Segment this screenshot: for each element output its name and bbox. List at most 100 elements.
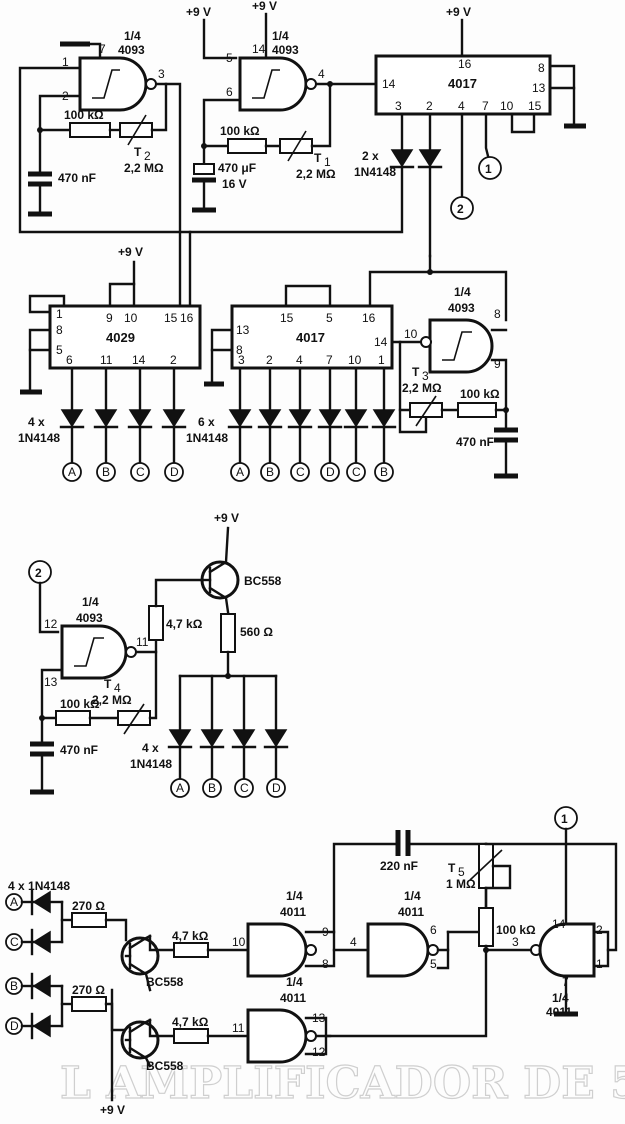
svg-text:A: A (68, 465, 76, 479)
svg-text:T: T (314, 151, 322, 165)
ic-4017-mid: 4017 13 8 15 5 16 14 3 2 4 7 10 1 (230, 304, 394, 370)
svg-text:+9 V: +9 V (446, 5, 471, 19)
svg-text:4029: 4029 (106, 330, 135, 345)
svg-text:16 V: 16 V (222, 177, 247, 191)
svg-text:1: 1 (378, 353, 385, 367)
svg-text:7: 7 (482, 99, 489, 113)
svg-text:D: D (326, 465, 335, 479)
svg-text:1: 1 (485, 162, 492, 176)
svg-text:2: 2 (266, 353, 273, 367)
svg-text:4,7 kΩ: 4,7 kΩ (166, 617, 203, 631)
svg-text:1N4148: 1N4148 (354, 165, 396, 179)
svg-text:2: 2 (457, 202, 464, 216)
svg-text:270 Ω: 270 Ω (72, 899, 105, 913)
diodes-4017 (227, 366, 397, 464)
svg-text:BC558: BC558 (244, 574, 282, 588)
svg-text:B: B (380, 465, 388, 479)
svg-text:1/4: 1/4 (404, 889, 421, 903)
svg-text:9: 9 (494, 357, 501, 371)
svg-text:A: A (10, 895, 18, 909)
svg-text:100 kΩ: 100 kΩ (220, 124, 260, 138)
svg-text:3: 3 (238, 353, 245, 367)
svg-text:11: 11 (100, 353, 113, 367)
svg-text:4 x: 4 x (142, 741, 159, 755)
gate-4011-b: 6 5 1/4 4011 (366, 889, 439, 978)
svg-text:1N4148: 1N4148 (18, 431, 60, 445)
svg-text:T: T (412, 365, 420, 379)
svg-text:12: 12 (44, 617, 58, 631)
svg-text:D: D (170, 465, 179, 479)
svg-text:13: 13 (532, 81, 546, 95)
svg-text:B: B (208, 781, 216, 795)
svg-text:10: 10 (500, 99, 514, 113)
transistor-bc558-a: BC558 (200, 526, 282, 614)
svg-text:2: 2 (144, 149, 151, 163)
svg-text:1: 1 (561, 812, 568, 826)
svg-text:270 Ω: 270 Ω (72, 983, 105, 997)
svg-text:6: 6 (430, 923, 437, 937)
svg-text:+9 V: +9 V (186, 5, 211, 19)
svg-text:8: 8 (56, 323, 63, 337)
svg-text:470 nF: 470 nF (60, 743, 98, 757)
svg-text:3: 3 (512, 935, 519, 949)
svg-text:2: 2 (426, 99, 433, 113)
svg-text:4093: 4093 (118, 43, 145, 57)
svg-text:5: 5 (56, 343, 63, 357)
svg-text:8: 8 (322, 957, 329, 971)
svg-text:1/4: 1/4 (454, 285, 471, 299)
svg-text:4: 4 (350, 935, 357, 949)
svg-text:B: B (102, 465, 110, 479)
watermark: L AMPLIFICADOR DE 5W (60, 1058, 625, 1109)
svg-text:220 nF: 220 nF (380, 859, 418, 873)
svg-text:4: 4 (318, 67, 325, 81)
svg-text:T: T (448, 861, 456, 875)
svg-text:2: 2 (170, 353, 177, 367)
svg-text:1: 1 (62, 55, 69, 69)
svg-text:10: 10 (404, 327, 418, 341)
svg-text:D: D (10, 1019, 19, 1033)
svg-text:4093: 4093 (448, 301, 475, 315)
svg-text:+9 V: +9 V (100, 1103, 125, 1117)
svg-text:1/4: 1/4 (552, 991, 569, 1005)
svg-text:2,2 MΩ: 2,2 MΩ (296, 167, 336, 181)
svg-text:470 nF: 470 nF (456, 435, 494, 449)
diodes-input (20, 888, 64, 1040)
svg-text:6: 6 (226, 85, 233, 99)
gate-4093-c: 10 8 9 1/4 4093 (404, 285, 501, 374)
svg-text:2,2 MΩ: 2,2 MΩ (402, 381, 442, 395)
svg-text:4093: 4093 (76, 611, 103, 625)
svg-text:1/4: 1/4 (286, 889, 303, 903)
svg-text:4017: 4017 (296, 330, 325, 345)
svg-text:4,7 kΩ: 4,7 kΩ (172, 929, 209, 943)
svg-text:C: C (240, 781, 249, 795)
svg-text:T: T (104, 677, 112, 691)
svg-text:1N4148: 1N4148 (186, 431, 228, 445)
svg-text:15: 15 (164, 311, 178, 325)
svg-text:5: 5 (458, 865, 465, 879)
svg-text:12: 12 (312, 1045, 326, 1059)
svg-text:13: 13 (236, 323, 250, 337)
svg-text:8: 8 (538, 61, 545, 75)
svg-text:4 x: 4 x (28, 415, 45, 429)
svg-text:10: 10 (348, 353, 362, 367)
svg-text:470 μF: 470 μF (218, 161, 256, 175)
ic-4017-top: 4017 14 16 8 13 3 2 4 7 10 15 (374, 54, 552, 116)
svg-text:4: 4 (114, 681, 121, 695)
svg-text:T: T (134, 145, 142, 159)
svg-text:470 nF: 470 nF (58, 171, 96, 185)
svg-text:1/4: 1/4 (82, 595, 99, 609)
svg-text:C: C (10, 935, 19, 949)
svg-text:9: 9 (106, 311, 113, 325)
svg-text:1/4: 1/4 (272, 29, 289, 43)
svg-text:16: 16 (458, 57, 472, 71)
svg-text:6: 6 (66, 353, 73, 367)
svg-text:2,2 MΩ: 2,2 MΩ (92, 693, 132, 707)
svg-text:11: 11 (136, 635, 149, 649)
svg-text:C: C (136, 465, 145, 479)
svg-text:4093: 4093 (272, 43, 299, 57)
diodes-bc558-a (167, 674, 289, 780)
svg-text:4011: 4011 (280, 905, 306, 919)
svg-text:C: C (296, 465, 305, 479)
svg-text:+9 V: +9 V (118, 245, 143, 259)
